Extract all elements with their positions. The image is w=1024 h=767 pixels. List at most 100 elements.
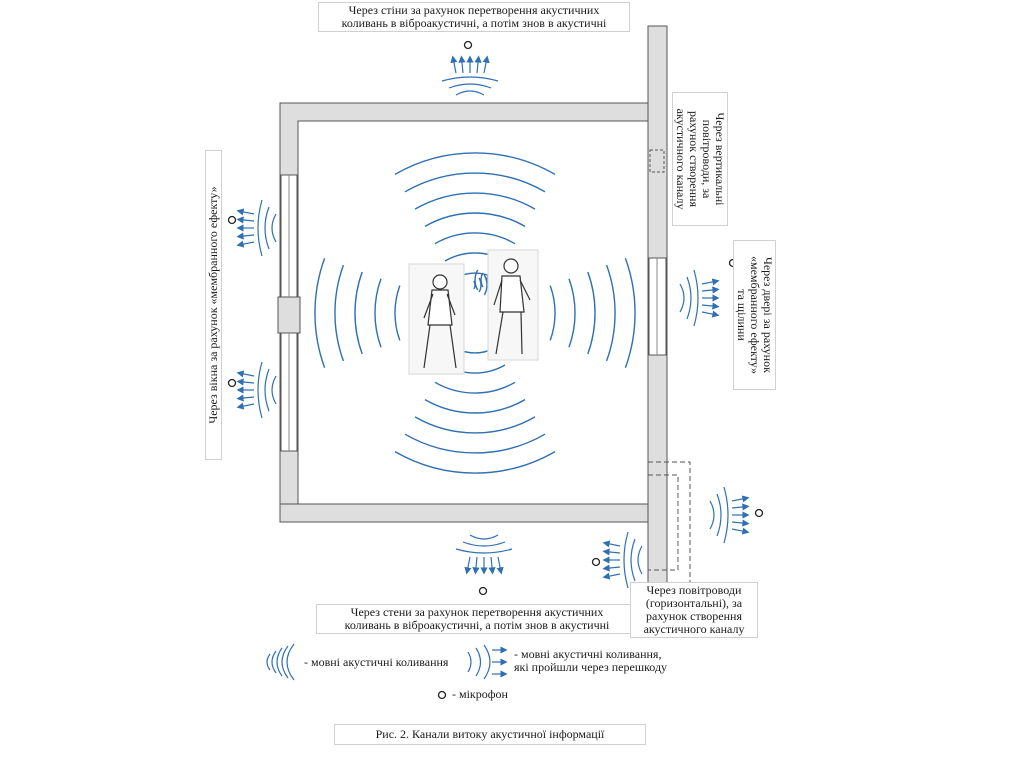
passed-wave-arc — [264, 206, 270, 250]
wave-arc-down — [394, 450, 556, 474]
legend-passed-text: - мовні акустичні коливання, які пройшли… — [514, 647, 668, 674]
passed-wave-arc — [264, 368, 270, 412]
mic-icon — [478, 586, 488, 596]
wave-arc-left — [354, 271, 363, 355]
passed-wave-arrow — [731, 495, 750, 503]
passed-wave-arrow — [474, 55, 482, 74]
passed-wave-arc — [469, 534, 499, 540]
passed-wave-arrow — [496, 556, 504, 575]
legend-icons — [266, 643, 508, 681]
wave-arc-right — [568, 278, 576, 348]
wave-arc-up — [424, 212, 526, 228]
person-left — [408, 263, 465, 375]
passed-wave-arrow — [602, 564, 621, 572]
passed-wave-arrow — [236, 394, 255, 402]
wave-arc-down — [404, 433, 546, 454]
passed-wave-arrow — [602, 548, 621, 556]
wave-arc-down — [424, 398, 526, 414]
microphones — [227, 40, 764, 700]
passed-wave-arrow — [236, 378, 255, 386]
passed-wave-arc — [271, 375, 277, 405]
window-mullion — [277, 296, 301, 334]
wave-arc-down — [434, 381, 516, 394]
passed-wave-arrow — [450, 55, 458, 74]
passed-wave-arc — [679, 283, 685, 313]
wave-arc-left — [394, 285, 401, 341]
passed-wave-arc — [637, 545, 643, 575]
label-windows: Через вікна за рахунок «мембранного ефек… — [205, 150, 222, 460]
wave-arc-speaker — [474, 269, 479, 291]
vertical-duct — [649, 149, 665, 173]
label-bottom-walls: Через стени за рахунок перетворення акус… — [316, 604, 638, 634]
passed-wave-arrow — [236, 240, 255, 248]
legend-acoustic-text: - мовні акустичні коливання — [304, 655, 449, 669]
passed-wave-arrow — [731, 527, 750, 535]
wave-arc-up — [414, 192, 536, 210]
passed-wave-arc — [693, 269, 699, 327]
wave-arc-up — [394, 152, 556, 176]
passed-wave-arrow — [236, 402, 255, 410]
passed-wave-arc — [441, 76, 499, 82]
wave-arc-left — [314, 258, 326, 368]
passed-wave-arc — [455, 548, 513, 554]
passed-wave-arc — [716, 493, 722, 537]
room-walls — [279, 25, 668, 605]
mic-icon — [754, 508, 764, 518]
passed-wave-arrow — [472, 556, 480, 575]
passed-wave-arc — [462, 541, 506, 547]
wave-arc-right — [587, 271, 596, 355]
passed-waves — [236, 55, 750, 589]
passed-wave-arrow — [701, 302, 720, 310]
wave-arc-down — [414, 416, 536, 434]
acoustic-waves — [314, 152, 636, 474]
escape-duct-horizontal — [709, 486, 750, 544]
wave-arc-left — [374, 278, 382, 348]
escape-top — [441, 55, 499, 96]
passed-wave-arrow — [602, 572, 621, 580]
wall-bottom — [279, 503, 649, 523]
passed-wave-arrow — [236, 208, 255, 216]
passed-wave-arc — [630, 538, 636, 582]
passed-wave-arrow — [701, 278, 720, 286]
label-vertical-ducts: Через вертикальні повітроводи, за рахуно… — [672, 92, 728, 226]
label-top-walls: Через стіни за рахунок перетворення акус… — [318, 2, 630, 32]
legend-mic-icon — [437, 690, 447, 700]
escape-bottom — [455, 534, 513, 575]
passed-wave-arrow — [482, 55, 490, 74]
wave-arc-right — [624, 258, 636, 368]
wave-arc-speaker — [483, 274, 488, 296]
mic-icon — [227, 378, 237, 388]
passed-wave-arc — [623, 531, 629, 589]
passed-wave-arrow — [236, 216, 255, 224]
label-doors: Через двері за рахунок «мембранного ефек… — [733, 240, 776, 390]
passed-wave-arc — [448, 83, 492, 89]
passed-wave-arrow — [488, 556, 496, 575]
passed-wave-arc — [709, 500, 715, 530]
passed-wave-arrow — [731, 503, 750, 511]
passed-wave-arrow — [701, 286, 720, 294]
passed-wave-arc — [271, 213, 277, 243]
escape-window-lower — [236, 361, 277, 419]
wave-arc-left — [334, 264, 345, 362]
passed-wave-arc — [257, 361, 263, 419]
passed-wave-arc — [257, 199, 263, 257]
passed-wave-arrow — [701, 310, 720, 318]
wave-arc-right — [549, 285, 556, 341]
passed-wave-arc — [455, 90, 485, 96]
door-right — [648, 257, 667, 356]
wave-arc-up — [434, 232, 516, 245]
mic-icon — [463, 40, 473, 50]
label-horizontal-ducts: Через повітроводи (горизонтальні), за ра… — [630, 582, 758, 638]
figure-caption: Рис. 2. Канали витоку акустичної інформа… — [334, 724, 646, 745]
wave-arc-speaker — [480, 272, 484, 288]
passed-wave-arrow — [458, 55, 466, 74]
escape-right-bottom — [602, 531, 643, 589]
mic-icon — [591, 557, 601, 567]
person-right — [487, 249, 539, 361]
wave-arc-up — [404, 172, 546, 193]
escape-window-upper — [236, 199, 277, 257]
mic-icon — [227, 215, 237, 225]
wave-arc-speaker — [478, 277, 482, 293]
passed-wave-arrow — [731, 519, 750, 527]
